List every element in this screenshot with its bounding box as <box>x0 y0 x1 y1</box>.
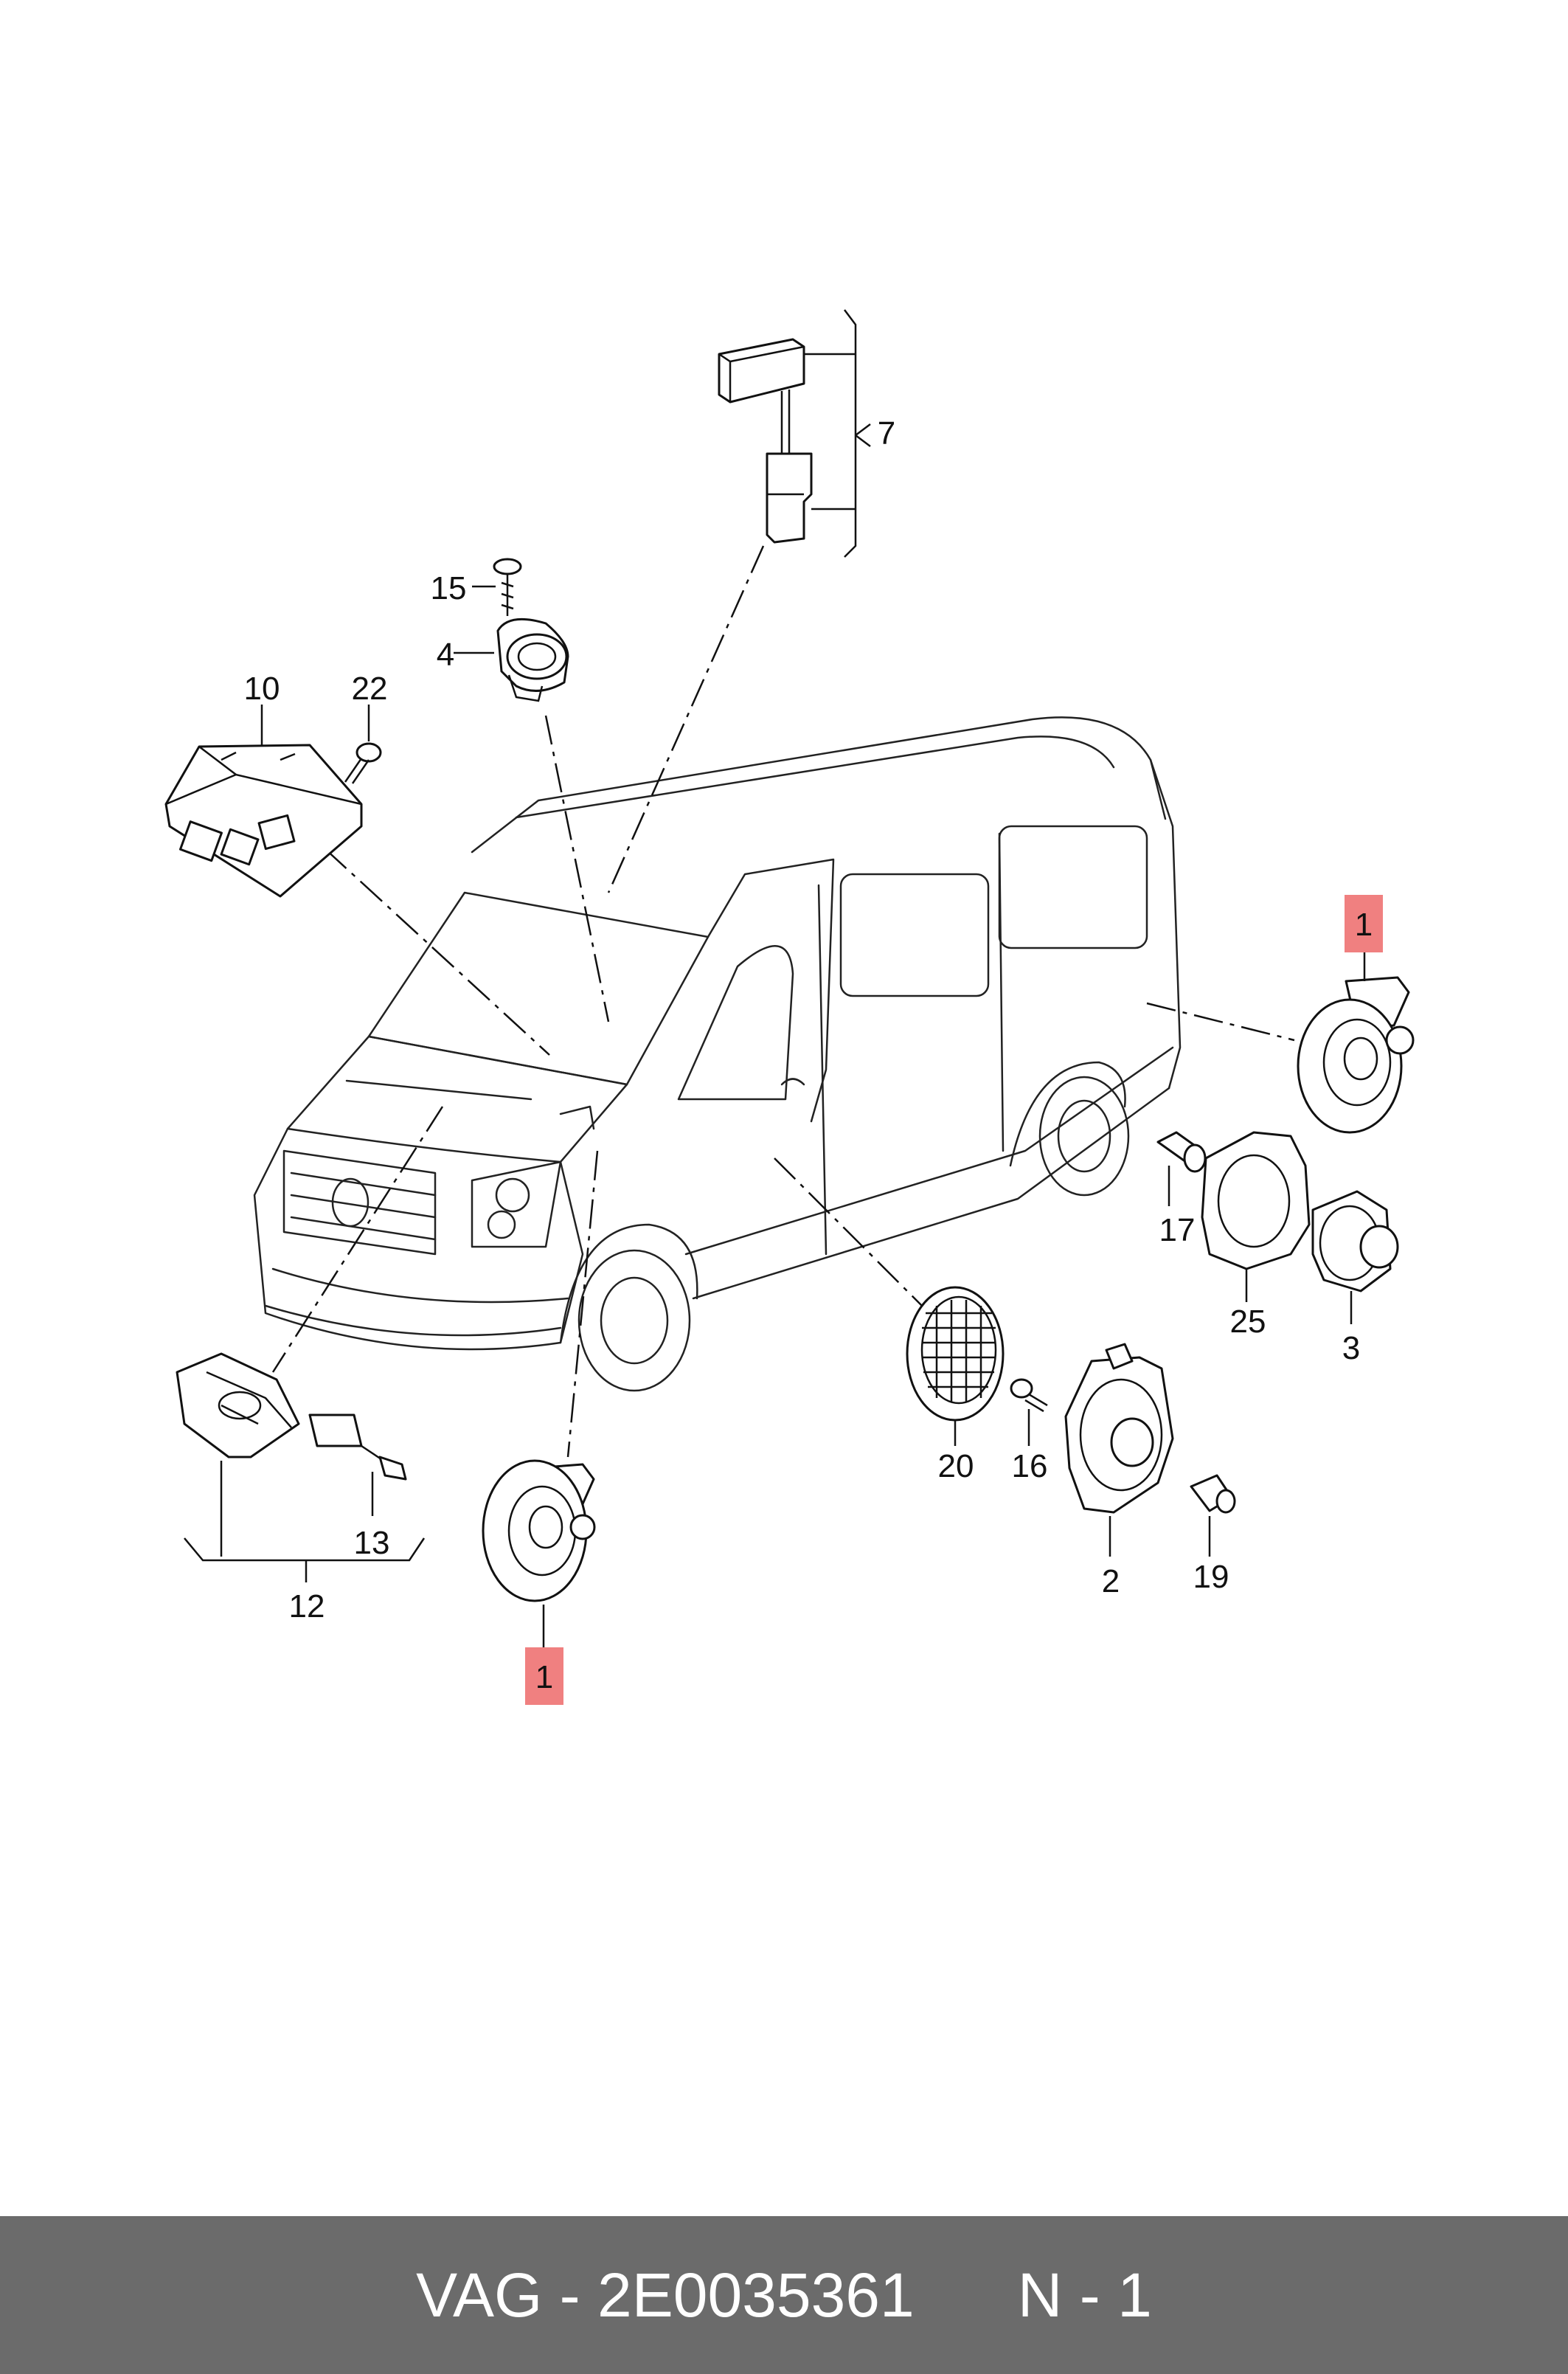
callout-1-bottom: 1 <box>535 1659 553 1695</box>
van-illustration <box>253 716 1182 1392</box>
callout-4: 4 <box>437 637 454 673</box>
callout-25: 25 <box>1230 1304 1266 1340</box>
part-20-grille[interactable] <box>906 1286 1005 1446</box>
part-15-screw[interactable] <box>472 558 522 616</box>
part-17-clip[interactable] <box>1156 1131 1207 1206</box>
callout-1-top: 1 <box>1355 907 1373 943</box>
parts-diagram: 1 1 2 3 4 7 10 12 13 15 16 17 19 20 22 2… <box>164 309 1415 1705</box>
quantity-text: N - 1 <box>1017 2260 1152 2330</box>
part-10-housing[interactable] <box>164 705 363 898</box>
part-number-text: VAG - 2E0035361 <box>416 2260 915 2330</box>
callout-10: 10 <box>244 671 280 707</box>
callout-2: 2 <box>1102 1563 1120 1599</box>
callout-22: 22 <box>352 671 388 707</box>
part-13-cable[interactable] <box>308 1413 407 1516</box>
highlight-box-bottom <box>525 1647 563 1705</box>
callout-20: 20 <box>938 1448 974 1484</box>
callout-16: 16 <box>1012 1448 1048 1484</box>
part-22-screw[interactable] <box>344 705 382 784</box>
part-number-footer: VAG - 2E0035361 N - 1 <box>0 2216 1568 2374</box>
callout-7: 7 <box>878 415 895 451</box>
callout-12: 12 <box>289 1588 325 1624</box>
part-16-screw[interactable] <box>1010 1378 1048 1446</box>
callout-17: 17 <box>1159 1212 1196 1248</box>
part-19-fastener[interactable] <box>1190 1474 1236 1557</box>
part-25-gasket[interactable] <box>1201 1131 1311 1302</box>
callout-15: 15 <box>431 570 467 606</box>
part-2-speaker[interactable] <box>1064 1343 1174 1557</box>
leader-lines <box>271 545 1295 1458</box>
part-7-connector[interactable] <box>718 309 871 558</box>
callout-3: 3 <box>1342 1330 1360 1366</box>
part-12-module[interactable] <box>176 1352 426 1582</box>
part-1-speaker-rear[interactable] <box>1297 952 1415 1134</box>
callout-13: 13 <box>354 1525 390 1561</box>
part-4-tweeter[interactable] <box>454 617 569 702</box>
highlight-box-top <box>1345 895 1383 952</box>
part-3-speaker[interactable] <box>1311 1190 1399 1324</box>
part-1-speaker-front[interactable] <box>482 1459 596 1649</box>
callout-19: 19 <box>1193 1559 1229 1595</box>
